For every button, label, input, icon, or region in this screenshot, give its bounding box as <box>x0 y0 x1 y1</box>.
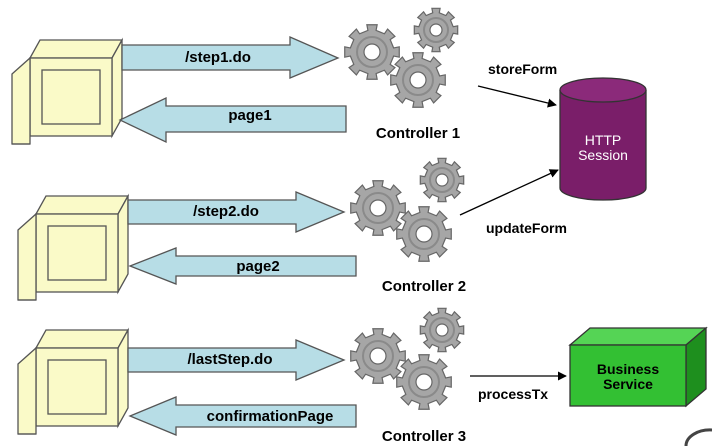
service-label-line2: Service <box>603 376 653 392</box>
session-label-line2: Session <box>578 147 628 163</box>
response-label-2: page2 <box>236 258 279 275</box>
controller-gears-icon-2 <box>349 157 465 263</box>
http-session-store <box>559 77 647 201</box>
update-connector <box>459 169 559 216</box>
request-arrow-1 <box>121 36 340 79</box>
store-connector <box>477 85 557 108</box>
service-label-line1: Business <box>597 361 659 377</box>
request-arrow-2 <box>127 191 346 233</box>
request-label-2: /step2.do <box>193 203 259 220</box>
business-service-box <box>568 326 708 408</box>
corner-logo-fragment <box>684 428 712 446</box>
update-edge-label: updateForm <box>486 220 567 236</box>
response-label-3: confirmationPage <box>207 408 334 425</box>
browser-monitor-icon <box>11 39 123 145</box>
session-label-line1: HTTP <box>585 132 622 148</box>
browser-monitor-icon <box>17 195 129 301</box>
request-arrow-3 <box>127 339 346 381</box>
response-arrow-3 <box>128 396 357 436</box>
browser-monitor-icon <box>17 329 129 435</box>
controller-label-3: Controller 3 <box>382 428 466 445</box>
controller-gears-icon-3 <box>349 307 465 411</box>
controller-label-2: Controller 2 <box>382 278 466 295</box>
controller-label-1: Controller 1 <box>376 125 460 142</box>
response-label-1: page1 <box>228 107 271 124</box>
store-edge-label: storeForm <box>488 61 557 77</box>
response-arrow-1 <box>118 96 347 144</box>
controller-gears-icon-1 <box>343 7 459 109</box>
request-label-1: /step1.do <box>185 49 251 66</box>
response-arrow-2 <box>128 247 357 285</box>
request-label-3: /lastStep.do <box>187 351 272 368</box>
process-edge-label: processTx <box>478 386 548 402</box>
